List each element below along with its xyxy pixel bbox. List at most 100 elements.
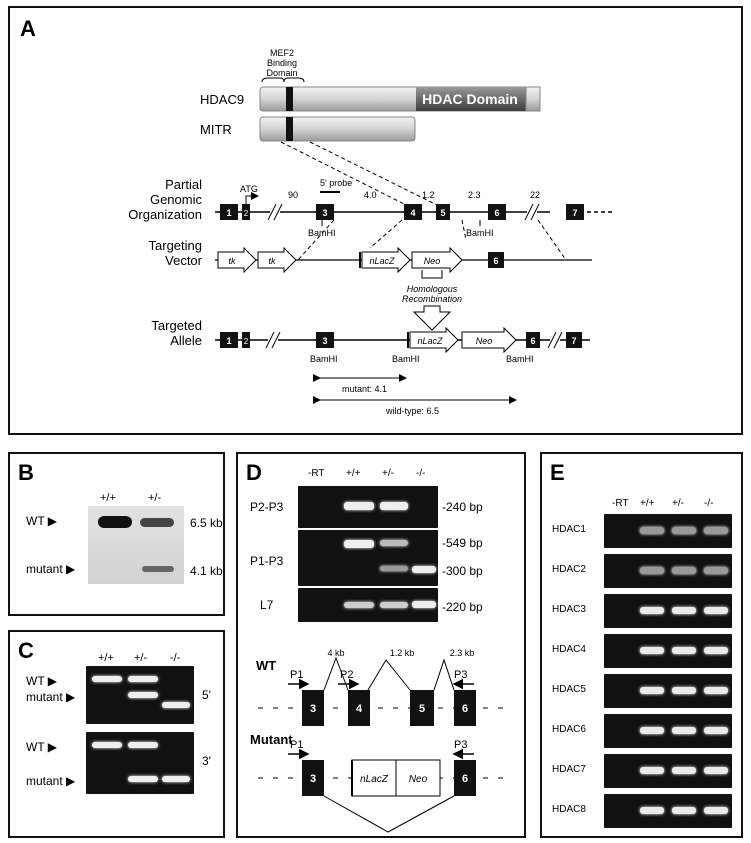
d3-wt [344, 602, 374, 608]
mef2-label-2: Binding [267, 58, 297, 68]
e-band-hdac2-3 [704, 567, 728, 574]
nlacz-cassette-vector [361, 246, 411, 274]
e-lane-wt: +/+ [640, 498, 655, 509]
c-wt-label-1: WT [26, 674, 45, 688]
d-lane-het: +/- [382, 468, 394, 479]
panel-e-label: E [550, 460, 565, 485]
neo-cassette-vector [411, 246, 463, 274]
c3-wt-wt [92, 742, 122, 748]
band-het-mutant [142, 566, 174, 572]
mut-splice-line [323, 795, 455, 833]
e-band-hdac5-3 [704, 687, 728, 694]
genomic-exon-3-label: 3 [322, 208, 327, 218]
e-row-label-hdac2: HDAC2 [552, 564, 586, 575]
band-wt-wt [98, 516, 132, 528]
e-band-hdac2-1 [640, 567, 664, 574]
genomic-exon-2-label: 2 [244, 209, 249, 218]
d-lane-rt: -RT [308, 468, 325, 479]
allele-exon-1-label: 1 [226, 336, 231, 346]
e-band-hdac2-2 [672, 567, 696, 574]
partial-label-3: Organization [128, 207, 202, 222]
genomic-exon-7 [566, 204, 584, 220]
d-size-240: -240 bp [442, 500, 483, 514]
probe-label: 5' probe [320, 178, 352, 188]
mitr-label: MITR [200, 122, 232, 137]
e-band-hdac7-1 [640, 767, 664, 774]
d-intron-2-3kb: 2.3 kb [450, 648, 475, 658]
neo-label-vector: Neo [424, 256, 441, 266]
targeted-label-1: Targeted [151, 318, 202, 333]
c-wt-label-2: WT [26, 740, 45, 754]
e-gel-hdac2 [604, 554, 732, 588]
lane-label-wt: +/+ [100, 492, 116, 504]
lane-label-het: +/- [148, 492, 162, 504]
panel-c: C +/+ +/- -/- WT ▶ mutant ▶ WT ▶ mutant … [8, 630, 225, 838]
c5-het-wt [128, 676, 158, 682]
d-wt-exon-5 [410, 690, 434, 726]
bamhi-allele-2: BamHI [392, 354, 420, 364]
genomic-break-2 [524, 202, 540, 222]
allele-break-2 [547, 330, 563, 350]
e-lane-rt: -RT [612, 498, 629, 509]
transcript-diagram: WT 4 kb 1.2 kb 2.3 kb P1 P2 P3 3 4 5 6 M… [250, 648, 508, 833]
d-lane-ko: -/- [416, 468, 426, 479]
nlacz-cassette-allele [409, 326, 459, 354]
mitr-bar [259, 116, 416, 142]
e-gel-hdac6 [604, 714, 732, 748]
e-band-hdac3-2 [672, 607, 696, 614]
southern-blot [88, 506, 184, 584]
d2-het-mut [380, 566, 408, 571]
tk-label-1: tk [228, 256, 236, 266]
c5-wt-wt [92, 676, 122, 682]
size-6-5: 6.5 kb [190, 516, 223, 530]
c-mut-marker-1: mutant ▶ [26, 690, 76, 704]
d-wt-exon-6-label: 6 [462, 703, 468, 715]
d-row-p1p3: P1-P3 [250, 554, 284, 568]
mutant-label: mutant [26, 562, 63, 576]
e-band-hdac5-1 [640, 687, 664, 694]
neo-cassette-allele [461, 326, 517, 354]
d-mutant-label: Mutant [250, 732, 293, 747]
d-wt-exon-4 [348, 690, 370, 726]
targeting-label-1: Targeting [149, 238, 202, 253]
e-band-hdac7-3 [704, 767, 728, 774]
hdac-domain-bar [416, 87, 540, 111]
tk-cassette-1 [217, 246, 257, 274]
e-gel-hdac1 [604, 514, 732, 548]
genomic-break-1 [267, 202, 283, 222]
mef2-label-3: Domain [266, 68, 297, 78]
partial-label-1: Partial [165, 177, 202, 192]
d2-het [380, 540, 408, 546]
gel-l7 [298, 588, 438, 622]
d-mut-exon-3-label: 3 [310, 773, 316, 785]
panel-b: B +/+ +/- WT ▶ mutant ▶ 6.5 kb 4.1 kb [8, 452, 225, 616]
c-lane-wt: +/+ [98, 652, 114, 664]
dist-22: 22 [530, 190, 540, 200]
d-wt-exon-3-label: 3 [310, 703, 316, 715]
genomic-exon-6-label: 6 [494, 208, 499, 218]
allele-exon-2-label: 2 [244, 337, 249, 346]
d-wt-exon-6 [454, 690, 476, 726]
c3-het-mut [128, 776, 158, 782]
d-mut-nlacz-label: nLacZ [360, 774, 389, 785]
allele-exon-3-label: 3 [322, 336, 327, 346]
e-row-label-hdac1: HDAC1 [552, 524, 586, 535]
e-band-hdac4-3 [704, 647, 728, 654]
gel-5prime [86, 666, 194, 724]
mef2-site-mitr [286, 117, 293, 141]
d-mut-exon-3 [302, 760, 324, 796]
e-band-hdac8-1 [640, 807, 664, 814]
e-band-hdac8-2 [672, 807, 696, 814]
gene-targeting-diagram: MEF2 Binding Domain HDAC9 HDAC Domain MI… [128, 48, 615, 416]
e-row-label-hdac5: HDAC5 [552, 684, 586, 695]
c5-het-mut [128, 692, 158, 698]
c-wt-marker-1: WT ▶ [26, 674, 58, 688]
panel-a-label: A [20, 16, 36, 41]
gel-p2p3 [298, 486, 438, 528]
e-row-label-hdac8: HDAC8 [552, 804, 586, 815]
mef2-bracket [261, 77, 305, 83]
atg-arrow [245, 192, 259, 204]
bamhi-genomic-2: BamHI [466, 228, 494, 238]
panel-c-label: C [18, 638, 34, 663]
bamhi-allele-3: BamHI [506, 354, 534, 364]
